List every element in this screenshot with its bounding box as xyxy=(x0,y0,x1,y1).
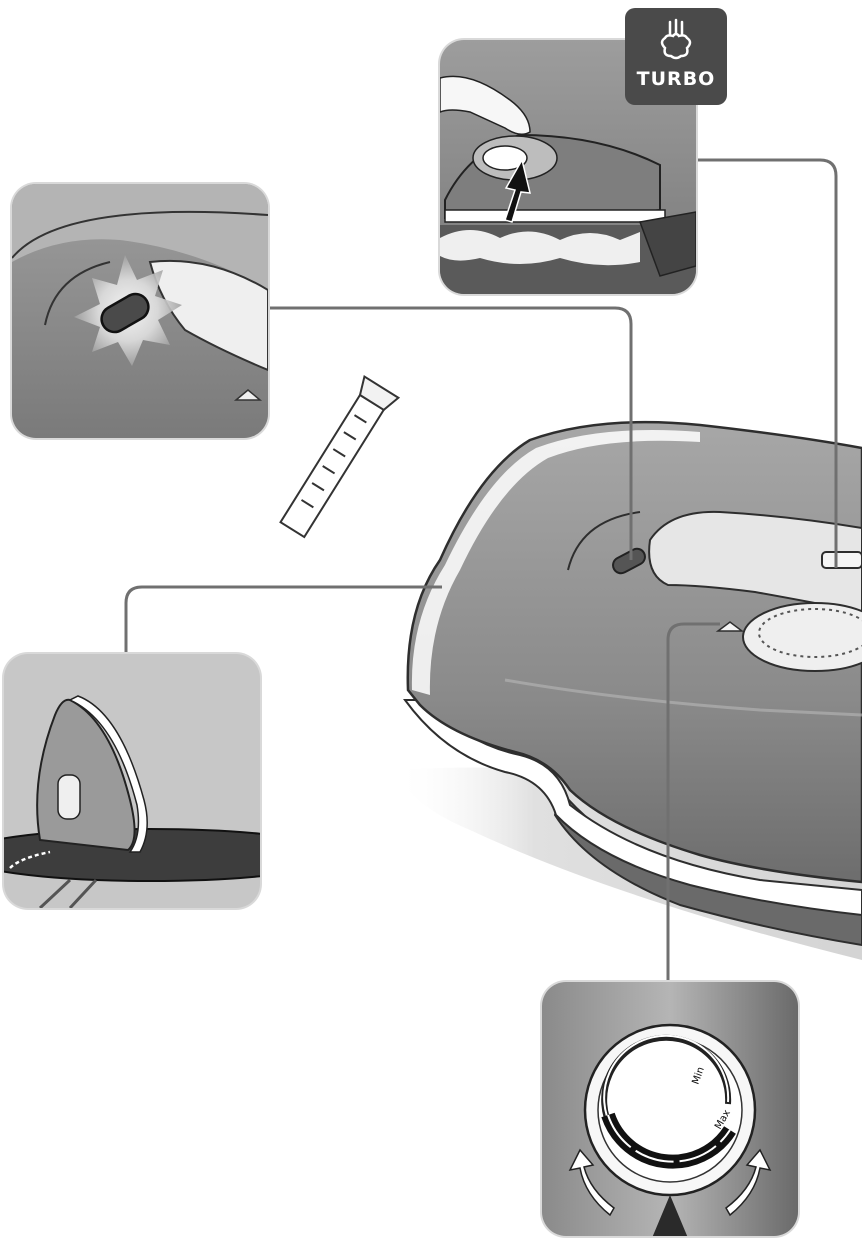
rotate-right-arrow-icon xyxy=(725,1148,772,1217)
main-iron xyxy=(279,374,862,960)
turbo-label: TURBO xyxy=(636,68,716,90)
steam-burst-icon xyxy=(660,18,692,60)
burst-button-closeup xyxy=(100,292,150,334)
steam-dial-panel: Min Max xyxy=(540,980,800,1238)
turbo-steam-panel xyxy=(438,38,698,296)
water-filler-cap xyxy=(279,374,401,539)
steam-burst-button-panel xyxy=(10,182,270,440)
callout-line-button xyxy=(268,306,633,560)
callout-line-turbo xyxy=(696,158,838,568)
press-arrow-icon xyxy=(504,157,531,223)
dial-marker-icon xyxy=(715,621,745,632)
iron-skirt xyxy=(403,699,862,917)
callout-lines xyxy=(124,158,838,984)
callout-line-dial xyxy=(666,622,720,984)
turbo-badge: TURBO xyxy=(625,8,727,105)
steam-burst-button xyxy=(612,547,646,575)
heel-rest-panel xyxy=(2,652,262,910)
dial-pointer-icon xyxy=(652,1195,688,1236)
rotate-left-arrow-icon xyxy=(568,1148,615,1217)
steam-dial-on-body xyxy=(742,602,862,672)
turbo-trigger xyxy=(821,551,862,569)
callout-line-stand xyxy=(124,585,442,654)
